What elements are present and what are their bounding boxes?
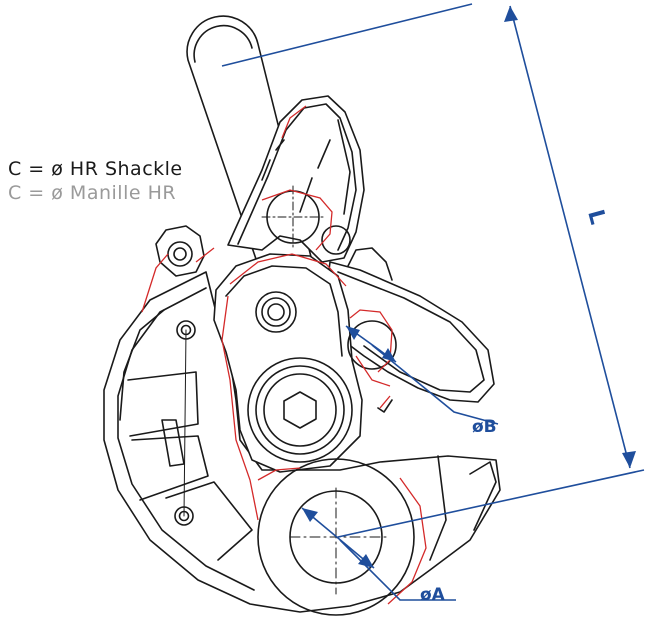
top-left-lug: [155, 225, 205, 277]
shackle-label-english: C = ø HR Shackle: [8, 158, 183, 180]
upper-bolt: [255, 291, 297, 333]
upper-jaw: [227, 95, 365, 263]
shackle-label-french: C = ø Manille HR: [8, 182, 177, 204]
diameter-b-label: øB: [472, 417, 497, 437]
length-label: L: [582, 207, 610, 227]
shackle-pin-b: [347, 320, 397, 370]
main-body: [103, 271, 501, 613]
dimension-lines: [221, 3, 645, 601]
diameter-a-label: øA: [420, 585, 446, 605]
red-highlight-lines: [141, 105, 427, 605]
hex-bolt: [247, 357, 353, 463]
length-dimension-line: [509, 5, 631, 469]
rivets: [174, 320, 196, 526]
shackle-eye: [257, 458, 415, 616]
right-small-pin: [321, 225, 351, 255]
diameter-a-line: [301, 507, 375, 569]
